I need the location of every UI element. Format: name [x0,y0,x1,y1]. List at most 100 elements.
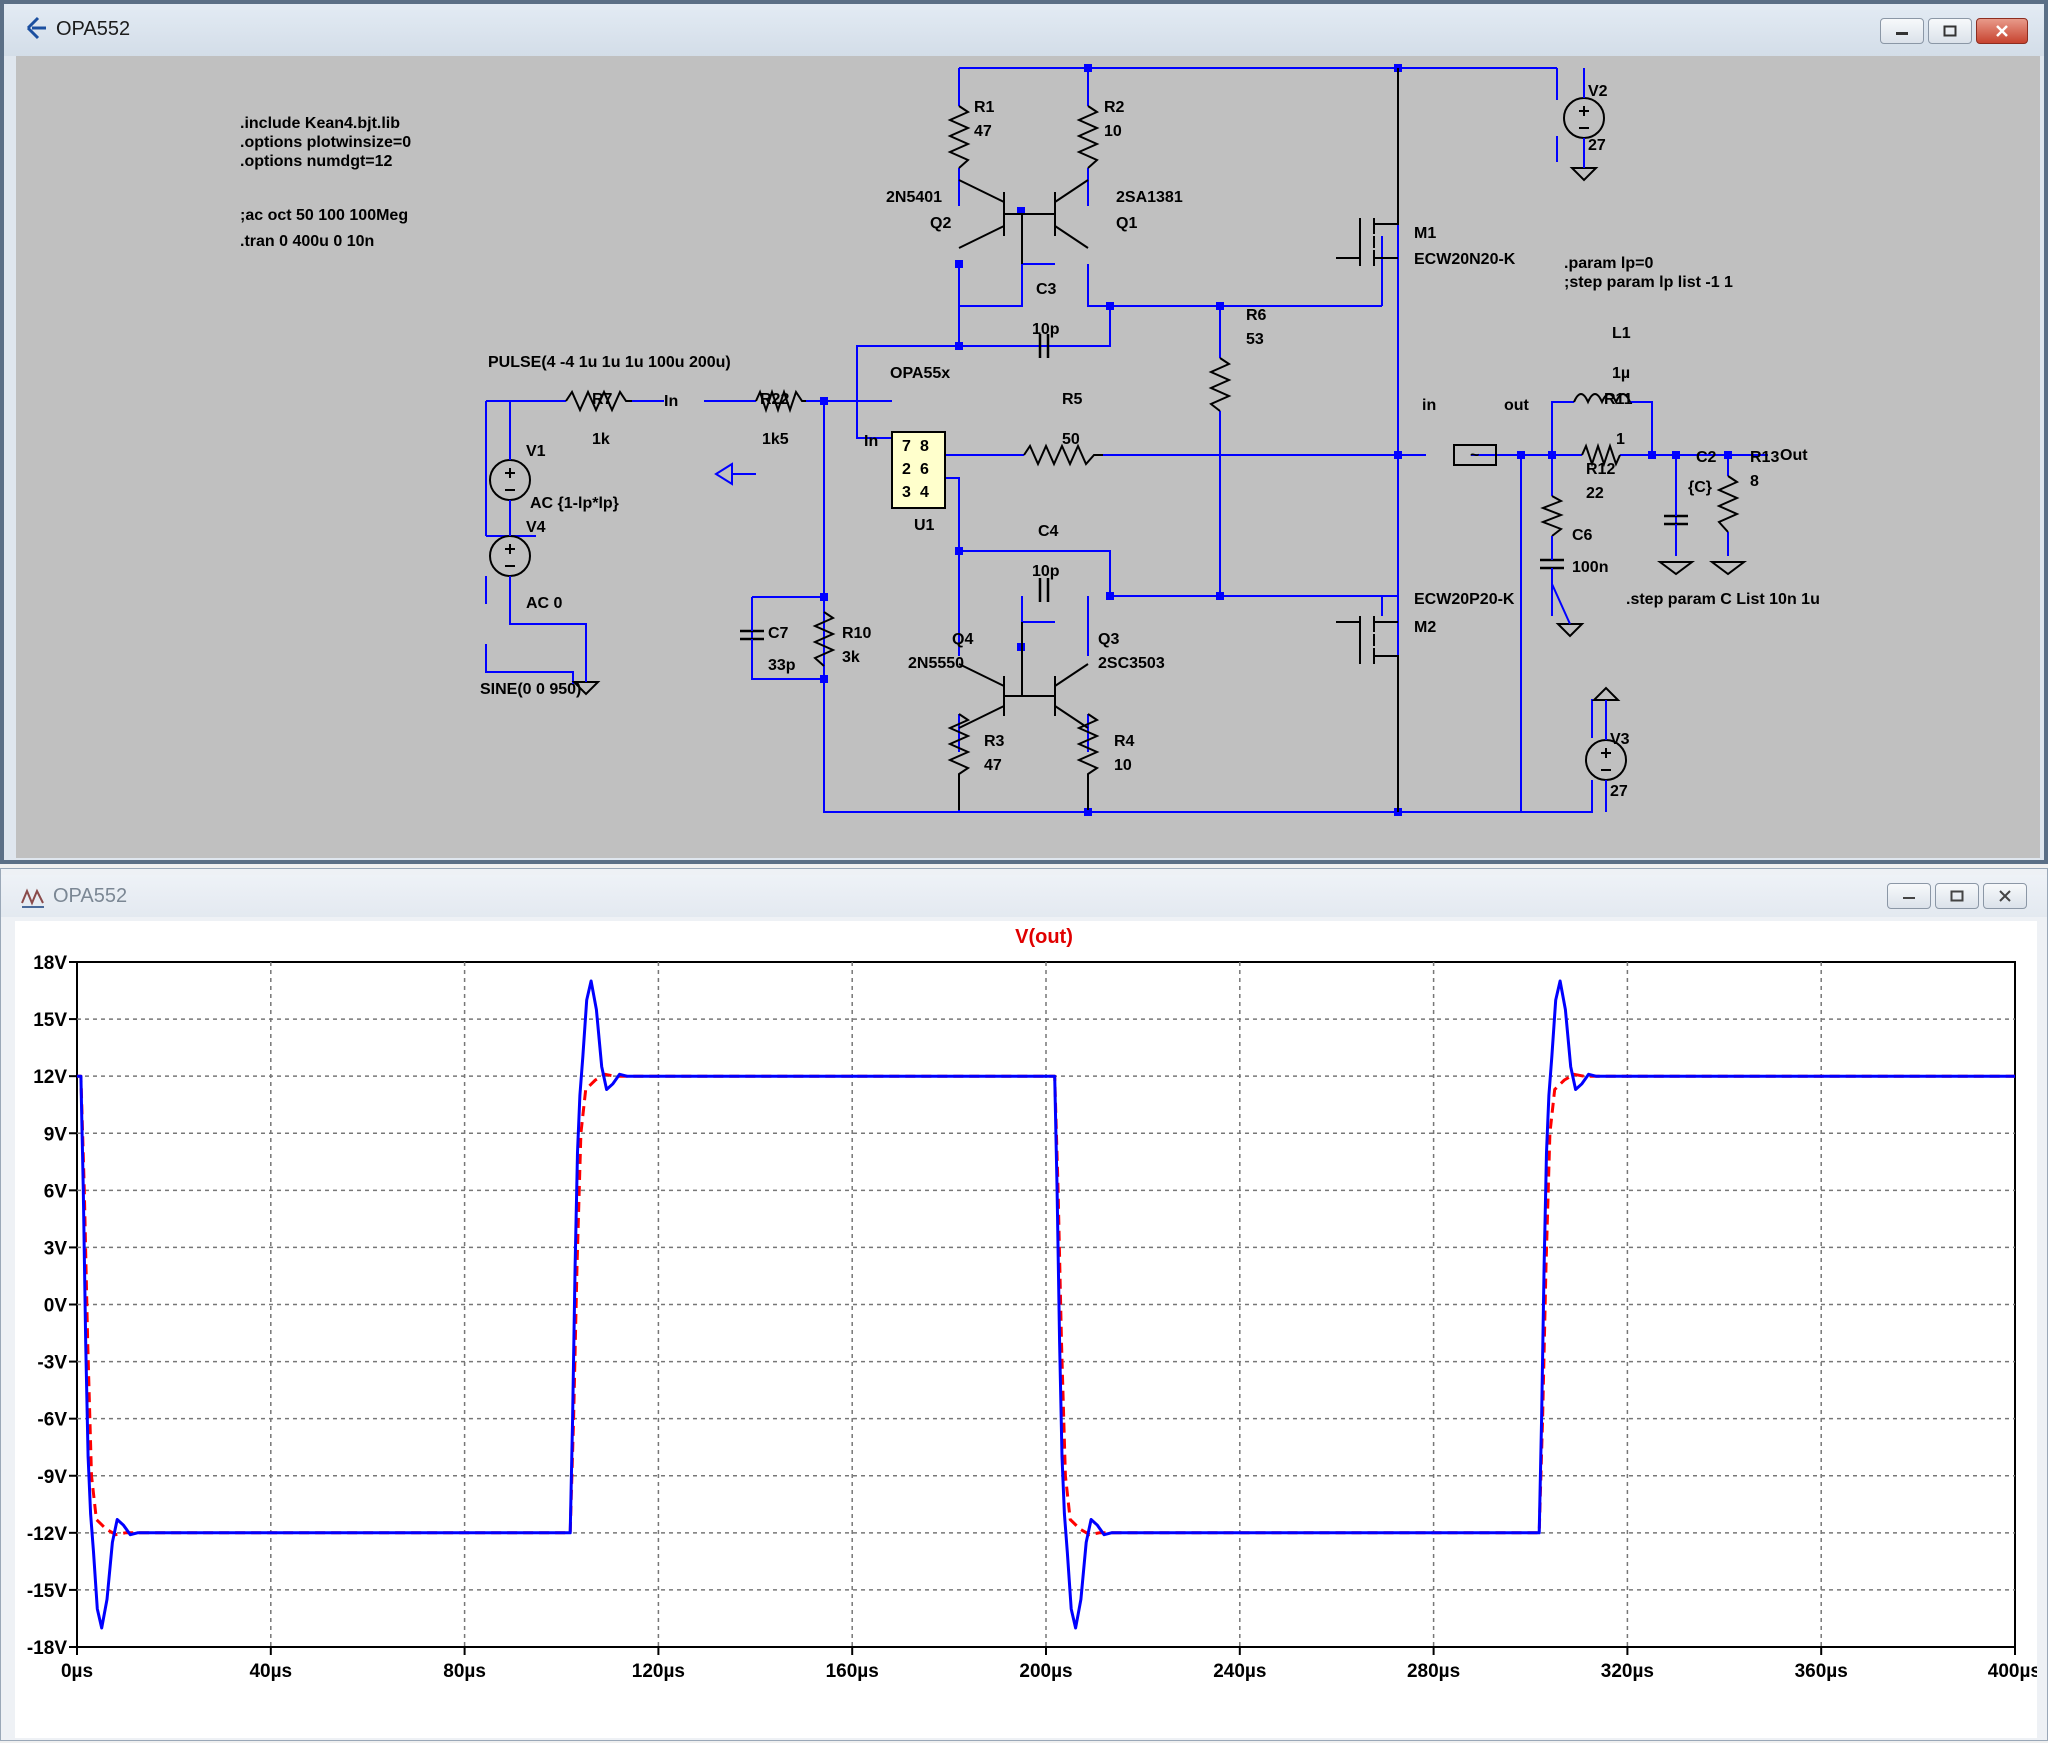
c2-value[interactable]: {C} [1688,479,1712,496]
r4-value[interactable]: 10 [1114,757,1132,774]
plot-close-button[interactable] [1983,883,2027,909]
r6-symbol[interactable] [1208,357,1232,412]
c3-label[interactable]: C3 [1036,281,1057,298]
v3-value[interactable]: 27 [1610,783,1628,800]
m2-symbol[interactable] [1336,616,1399,812]
waveform-plot[interactable]: V(out) 18V15V12V9V6V3V0V-3V-6V-9V-12V-15… [15,921,2041,1738]
r13-symbol[interactable] [1716,475,1740,533]
q2-symbol[interactable] [958,179,1022,249]
r3-symbol[interactable] [947,713,971,810]
c7-value[interactable]: 33p [768,657,796,674]
c4-symbol[interactable] [1038,578,1050,602]
r12-value[interactable]: 22 [1586,485,1604,502]
v1-label[interactable]: V1 [526,443,546,460]
directive-include[interactable]: .include Kean4.bjt.lib [240,115,400,132]
q3-model[interactable]: 2SC3503 [1098,655,1165,672]
c6-label[interactable]: C6 [1572,527,1593,544]
r4-label[interactable]: R4 [1114,733,1135,750]
q4-label[interactable]: Q4 [952,631,973,648]
r1-value[interactable]: 47 [974,123,992,140]
r7-label[interactable]: R7 [592,391,613,408]
r12-symbol[interactable] [1540,495,1564,537]
v2-symbol[interactable] [1563,97,1605,139]
schematic-titlebar[interactable]: OPA552 [4,4,2044,56]
directive-plotwinsize[interactable]: .options plotwinsize=0 [240,134,411,151]
l1-symbol[interactable] [1573,393,1631,405]
l1-label[interactable]: L1 [1612,325,1631,342]
u1-symbol[interactable] [891,431,946,509]
r5-symbol[interactable] [1023,443,1103,467]
c7-label[interactable]: C7 [768,625,789,642]
r4-symbol[interactable] [1076,713,1100,810]
c3-value[interactable]: 10p [1032,321,1060,338]
net-label-out[interactable]: Out [1780,447,1808,464]
pulse-source-spec[interactable]: PULSE(4 -4 1u 1u 1u 100u 200u) [488,354,731,371]
v1-symbol[interactable] [489,459,531,501]
directive-step-lp[interactable]: ;step param lp list -1 1 [1564,274,1733,291]
v2-value[interactable]: 27 [1588,137,1606,154]
r3-label[interactable]: R3 [984,733,1005,750]
v1-ac[interactable]: AC {1-lp*lp} [530,495,619,512]
v2-label[interactable]: V2 [1588,83,1608,100]
plot-maximize-button[interactable] [1935,883,1979,909]
directive-step-c[interactable]: .step param C List 10n 1u [1626,591,1820,608]
r5-label[interactable]: R5 [1062,391,1083,408]
r11-value[interactable]: 1 [1616,431,1625,448]
m1-model[interactable]: ECW20N20-K [1414,251,1516,268]
q2-model[interactable]: 2N5401 [886,189,942,206]
u1-label[interactable]: U1 [914,517,935,534]
c4-value[interactable]: 10p [1032,563,1060,580]
r10-label[interactable]: R10 [842,625,871,642]
close-button[interactable] [1976,18,2028,44]
q1-symbol[interactable] [1022,179,1089,249]
tline-in-label[interactable]: in [1422,397,1436,414]
v4-ac[interactable]: AC 0 [526,595,563,612]
r6-value[interactable]: 53 [1246,331,1264,348]
r12-label[interactable]: R12 [1586,461,1615,478]
q4-symbol[interactable] [958,663,1022,729]
q1-model[interactable]: 2SA1381 [1116,189,1183,206]
directive-numdgt[interactable]: .options numdgt=12 [240,153,393,170]
m2-label[interactable]: M2 [1414,619,1436,636]
c3-symbol[interactable] [1038,334,1050,358]
q4-model[interactable]: 2N5550 [908,655,964,672]
net-label-in[interactable]: In [664,393,678,410]
directive-ac[interactable]: ;ac oct 50 100 100Meg [240,207,408,224]
r6-label[interactable]: R6 [1246,307,1267,324]
r22-value[interactable]: 1k5 [762,431,789,448]
schematic-canvas[interactable]: .include Kean4.bjt.lib .options plotwins… [16,56,2040,858]
net-label-in-u1[interactable]: In [864,433,878,450]
m1-symbol[interactable] [1336,68,1399,266]
trace-blue[interactable] [77,979,2015,1630]
schematic-drawing[interactable]: .include Kean4.bjt.lib .options plotwins… [16,56,2040,858]
plot-minimize-button[interactable] [1887,883,1931,909]
l1-value[interactable]: 1µ [1612,365,1630,382]
sine-source-spec[interactable]: SINE(0 0 950) [480,681,581,698]
v4-symbol[interactable] [489,535,531,577]
m1-label[interactable]: M1 [1414,225,1436,242]
r22-label[interactable]: R22 [760,391,789,408]
trace-title[interactable]: V(out) [1015,926,1073,948]
r5-value[interactable]: 50 [1062,431,1080,448]
tline-symbol[interactable] [1453,444,1497,466]
r13-label[interactable]: R13 [1750,449,1779,466]
c4-label[interactable]: C4 [1038,523,1059,540]
c6-value[interactable]: 100n [1572,559,1608,576]
u1-model[interactable]: OPA55x [890,365,950,382]
q3-label[interactable]: Q3 [1098,631,1119,648]
r13-value[interactable]: 8 [1750,473,1759,490]
c2-label[interactable]: C2 [1696,449,1717,466]
traces[interactable] [77,979,2015,1630]
plot-titlebar[interactable]: OPA552 [1,875,2047,917]
q1-label[interactable]: Q1 [1116,215,1137,232]
r22-symbol[interactable] [755,388,806,414]
q2-label[interactable]: Q2 [930,215,951,232]
r11-label[interactable]: R11 [1604,391,1633,408]
directive-param[interactable]: .param lp=0 [1564,255,1653,272]
r1-symbol[interactable] [947,105,971,169]
r1-label[interactable]: R1 [974,99,995,116]
r3-value[interactable]: 47 [984,757,1002,774]
